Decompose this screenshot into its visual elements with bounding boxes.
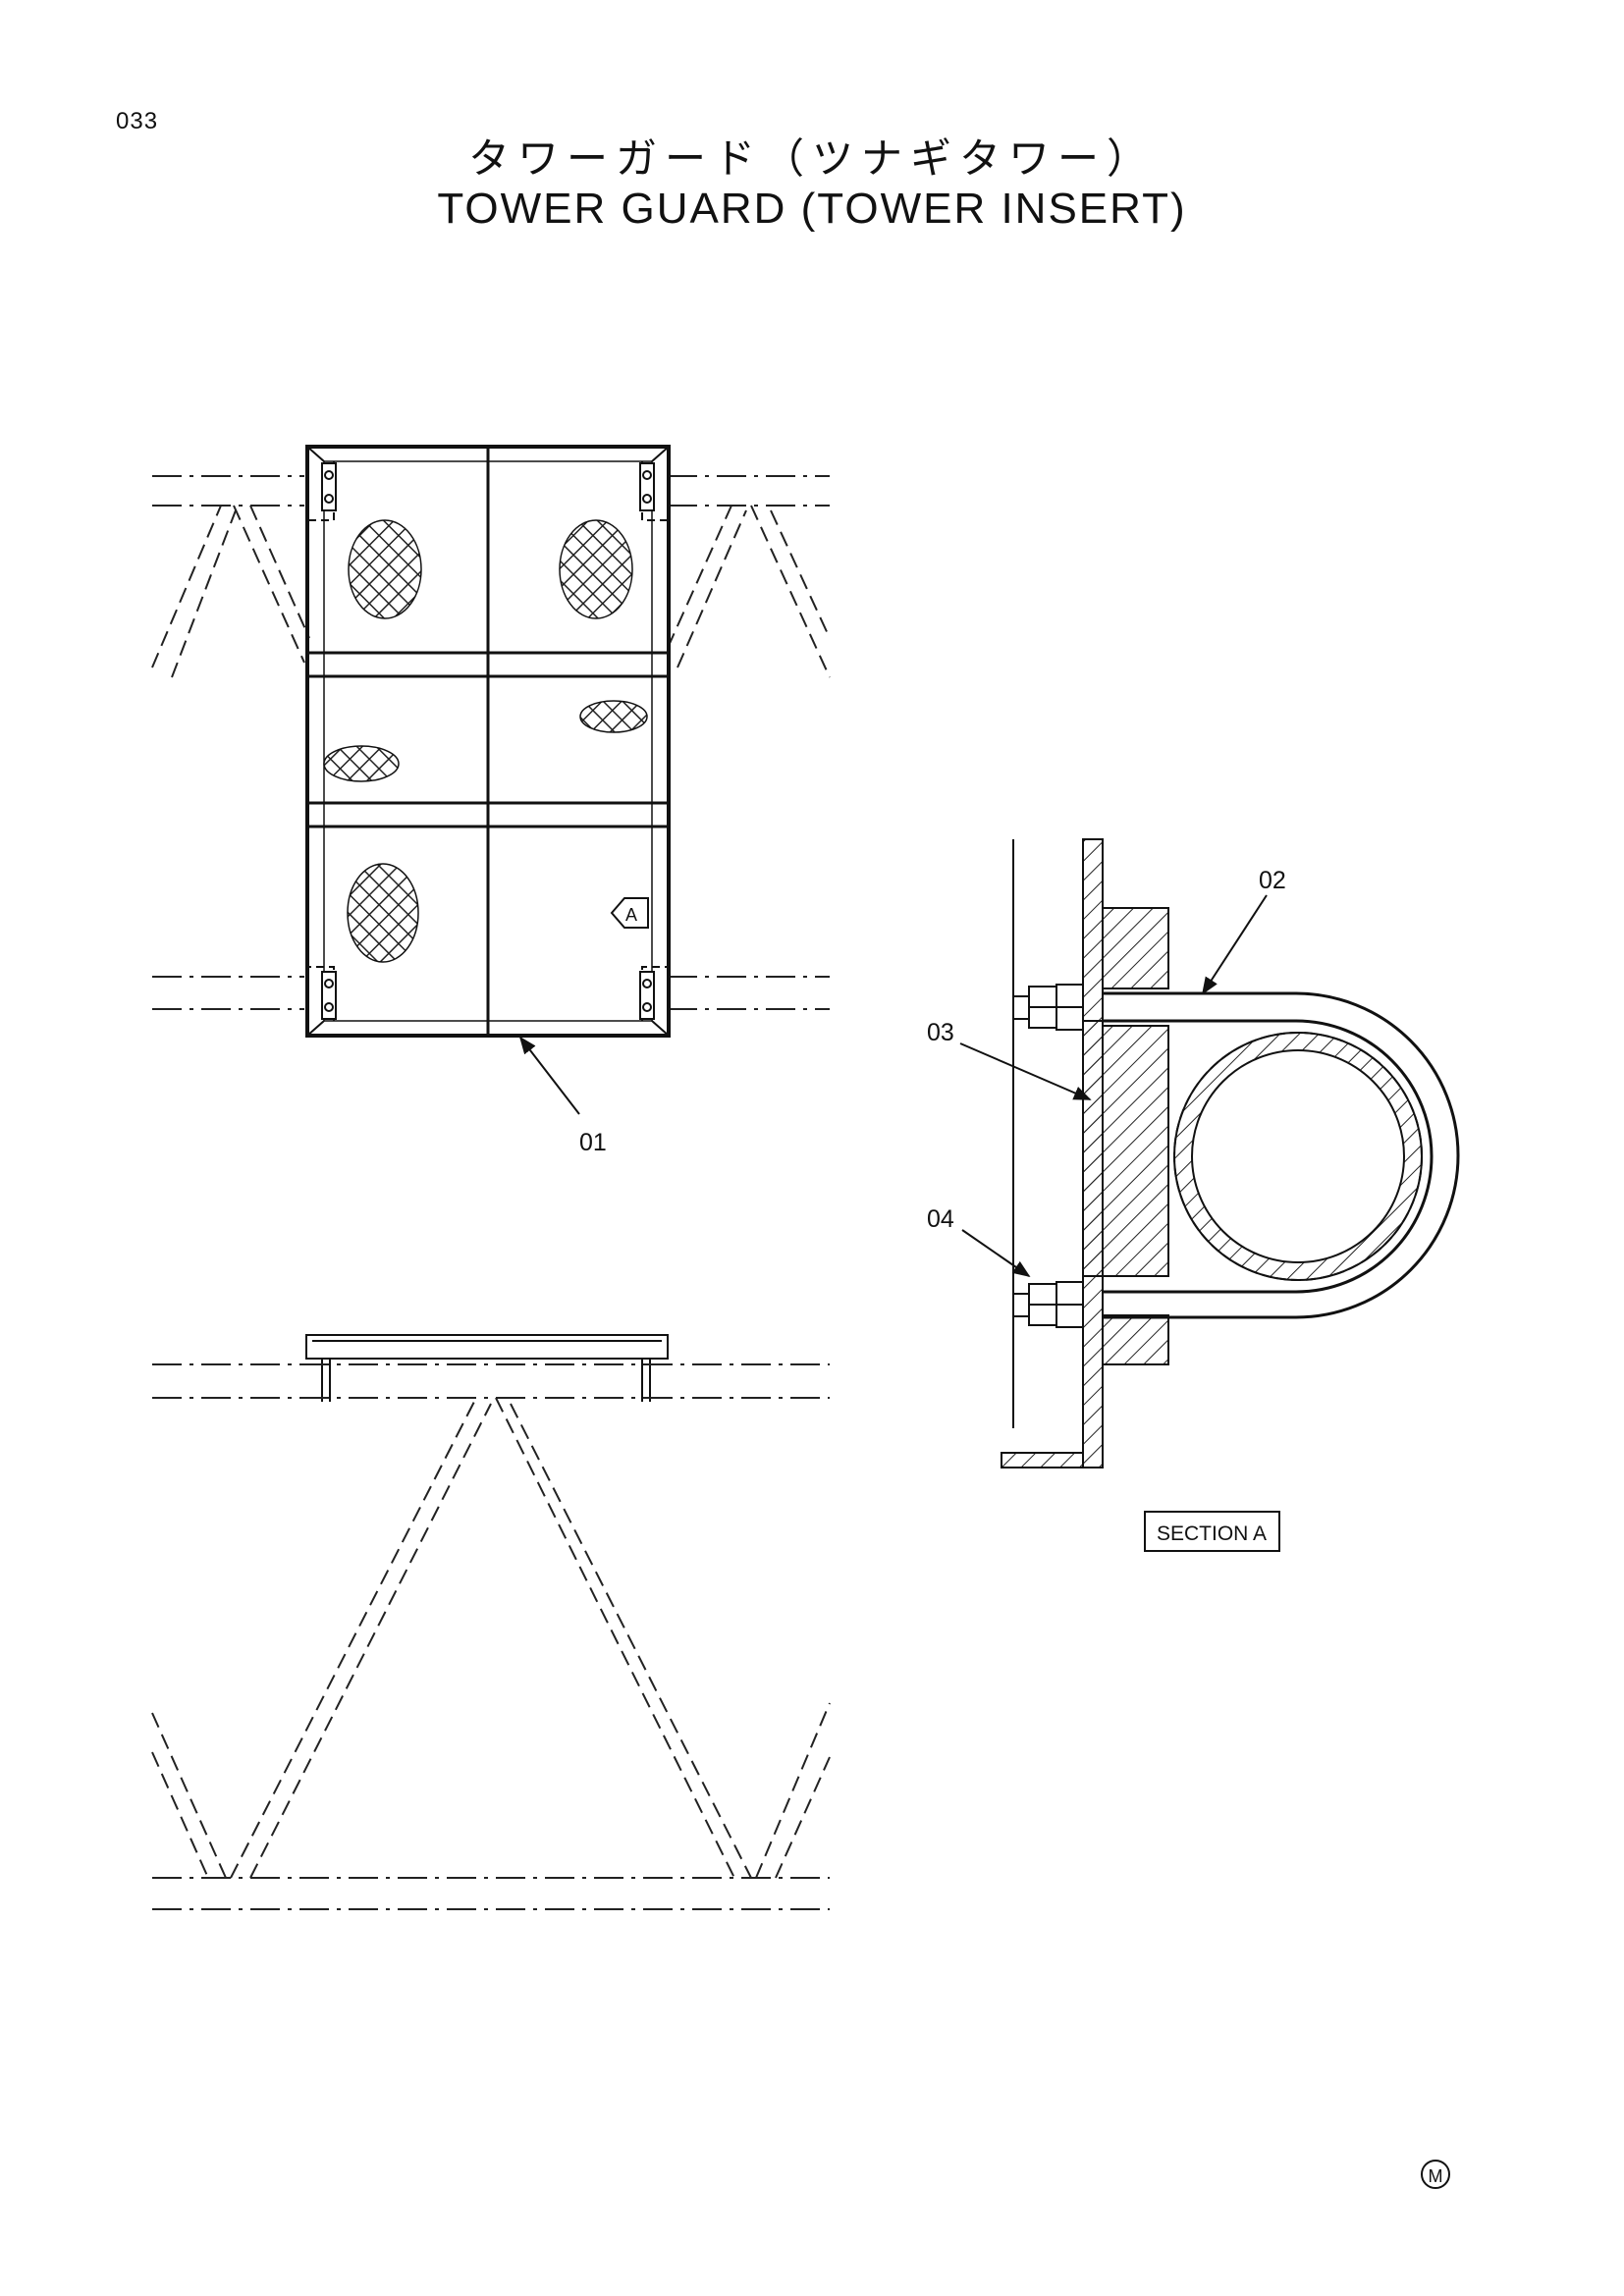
side-view-panel (305, 1334, 669, 1402)
side-view-lattice (151, 1397, 831, 1879)
view-arrow-label: A (625, 905, 637, 925)
section-label-box (1144, 1511, 1280, 1552)
wire-mesh (323, 519, 648, 963)
callout-02: 02 (1259, 867, 1286, 894)
top-view-tower-lines (152, 475, 830, 1010)
callout-01: 01 (579, 1129, 607, 1156)
view-arrow-a: A (610, 897, 649, 929)
title-japanese: タワーガード（ツナギタワー） (467, 134, 1156, 183)
section-a-detail (1001, 838, 1460, 1468)
side-view-tower-lines (152, 1363, 830, 1910)
circled-mark-letter: M (1429, 2166, 1443, 2186)
title-english: TOWER GUARD (TOWER INSERT) (437, 185, 1187, 233)
tower-guard-panel (305, 445, 671, 1038)
circled-mark (1421, 2160, 1450, 2189)
section-label: SECTION A (1157, 1522, 1267, 1545)
mounting-brackets (321, 462, 655, 1020)
callout-03: 03 (927, 1019, 954, 1046)
callout-04: 04 (927, 1205, 954, 1233)
top-view-lattice (151, 505, 831, 678)
page-number: 033 (116, 108, 159, 134)
